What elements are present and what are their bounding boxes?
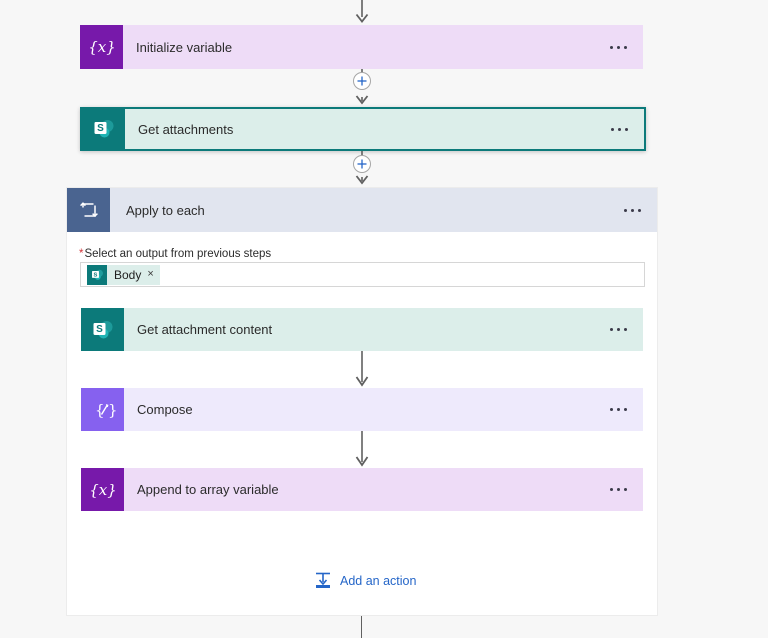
loop-header-body: Apply to each bbox=[110, 188, 657, 232]
svg-text:{x}: {x} bbox=[90, 481, 116, 499]
variable-braces-x-icon: {x} bbox=[80, 25, 123, 69]
step-card-body: Get attachments bbox=[125, 109, 644, 149]
loop-field-label-text: Select an output from previous steps bbox=[84, 248, 272, 260]
loop-menu-button[interactable] bbox=[622, 205, 643, 216]
step-card-body: Append to array variable bbox=[124, 468, 643, 511]
add-an-action-button[interactable]: Add an action bbox=[313, 570, 416, 593]
loop-title: Apply to each bbox=[126, 202, 205, 218]
token-label: Body bbox=[114, 267, 142, 282]
step-menu-button[interactable] bbox=[608, 404, 629, 415]
step-title: Initialize variable bbox=[136, 39, 233, 55]
step-card-body: Initialize variable bbox=[123, 25, 643, 69]
svg-text:{: { bbox=[95, 401, 105, 419]
add-an-action-label: Add an action bbox=[340, 574, 417, 589]
svg-text:{x}: {x} bbox=[89, 38, 115, 56]
required-asterisk: * bbox=[79, 248, 84, 260]
loop-foreach-input[interactable]: S Body × bbox=[80, 262, 645, 287]
sharepoint-icon: S bbox=[81, 308, 124, 351]
svg-text:S: S bbox=[97, 123, 104, 134]
token-body[interactable]: S Body × bbox=[87, 264, 160, 285]
step-card-get-attachments[interactable]: S Get attachments bbox=[80, 107, 646, 151]
step-menu-button[interactable] bbox=[608, 324, 629, 335]
step-title: Get attachments bbox=[138, 121, 234, 137]
step-menu-button[interactable] bbox=[608, 484, 629, 495]
compose-braces-pencil-icon: { } bbox=[81, 388, 124, 431]
step-card-append-to-array-variable[interactable]: {x} Append to array variable bbox=[81, 468, 643, 511]
step-menu-button[interactable] bbox=[609, 124, 630, 135]
sharepoint-icon: S bbox=[82, 109, 125, 149]
svg-text:S: S bbox=[96, 324, 103, 335]
step-card-compose[interactable]: { } Compose bbox=[81, 388, 643, 431]
connector-attachmentcontent-to-compose bbox=[349, 351, 375, 389]
step-card-initialize-variable[interactable]: {x} Initialize variable bbox=[80, 25, 643, 69]
loop-field-label: *Select an output from previous steps bbox=[79, 248, 272, 261]
step-menu-button[interactable] bbox=[608, 42, 629, 53]
step-title: Compose bbox=[137, 402, 193, 417]
insert-step-icon bbox=[313, 570, 333, 593]
step-card-get-attachment-content[interactable]: S Get attachment content bbox=[81, 308, 643, 351]
variable-braces-x-icon: {x} bbox=[81, 468, 124, 511]
insert-step-button-2[interactable] bbox=[353, 155, 371, 173]
svg-text:}: } bbox=[108, 401, 117, 419]
step-title: Get attachment content bbox=[137, 322, 273, 337]
connector-line-bottom bbox=[361, 616, 362, 638]
sharepoint-icon: S bbox=[87, 264, 107, 285]
insert-step-button-1[interactable] bbox=[353, 72, 371, 90]
step-title: Append to array variable bbox=[137, 482, 279, 497]
svg-text:S: S bbox=[93, 272, 97, 278]
connector-arrow-top bbox=[349, 0, 375, 26]
connector-compose-to-append bbox=[349, 431, 375, 469]
step-card-body: Get attachment content bbox=[124, 308, 643, 351]
step-card-body: Compose bbox=[124, 388, 643, 431]
loop-header-apply-to-each[interactable]: Apply to each bbox=[67, 188, 657, 232]
loop-repeat-icon bbox=[67, 188, 110, 232]
token-remove-icon[interactable]: × bbox=[147, 268, 154, 280]
